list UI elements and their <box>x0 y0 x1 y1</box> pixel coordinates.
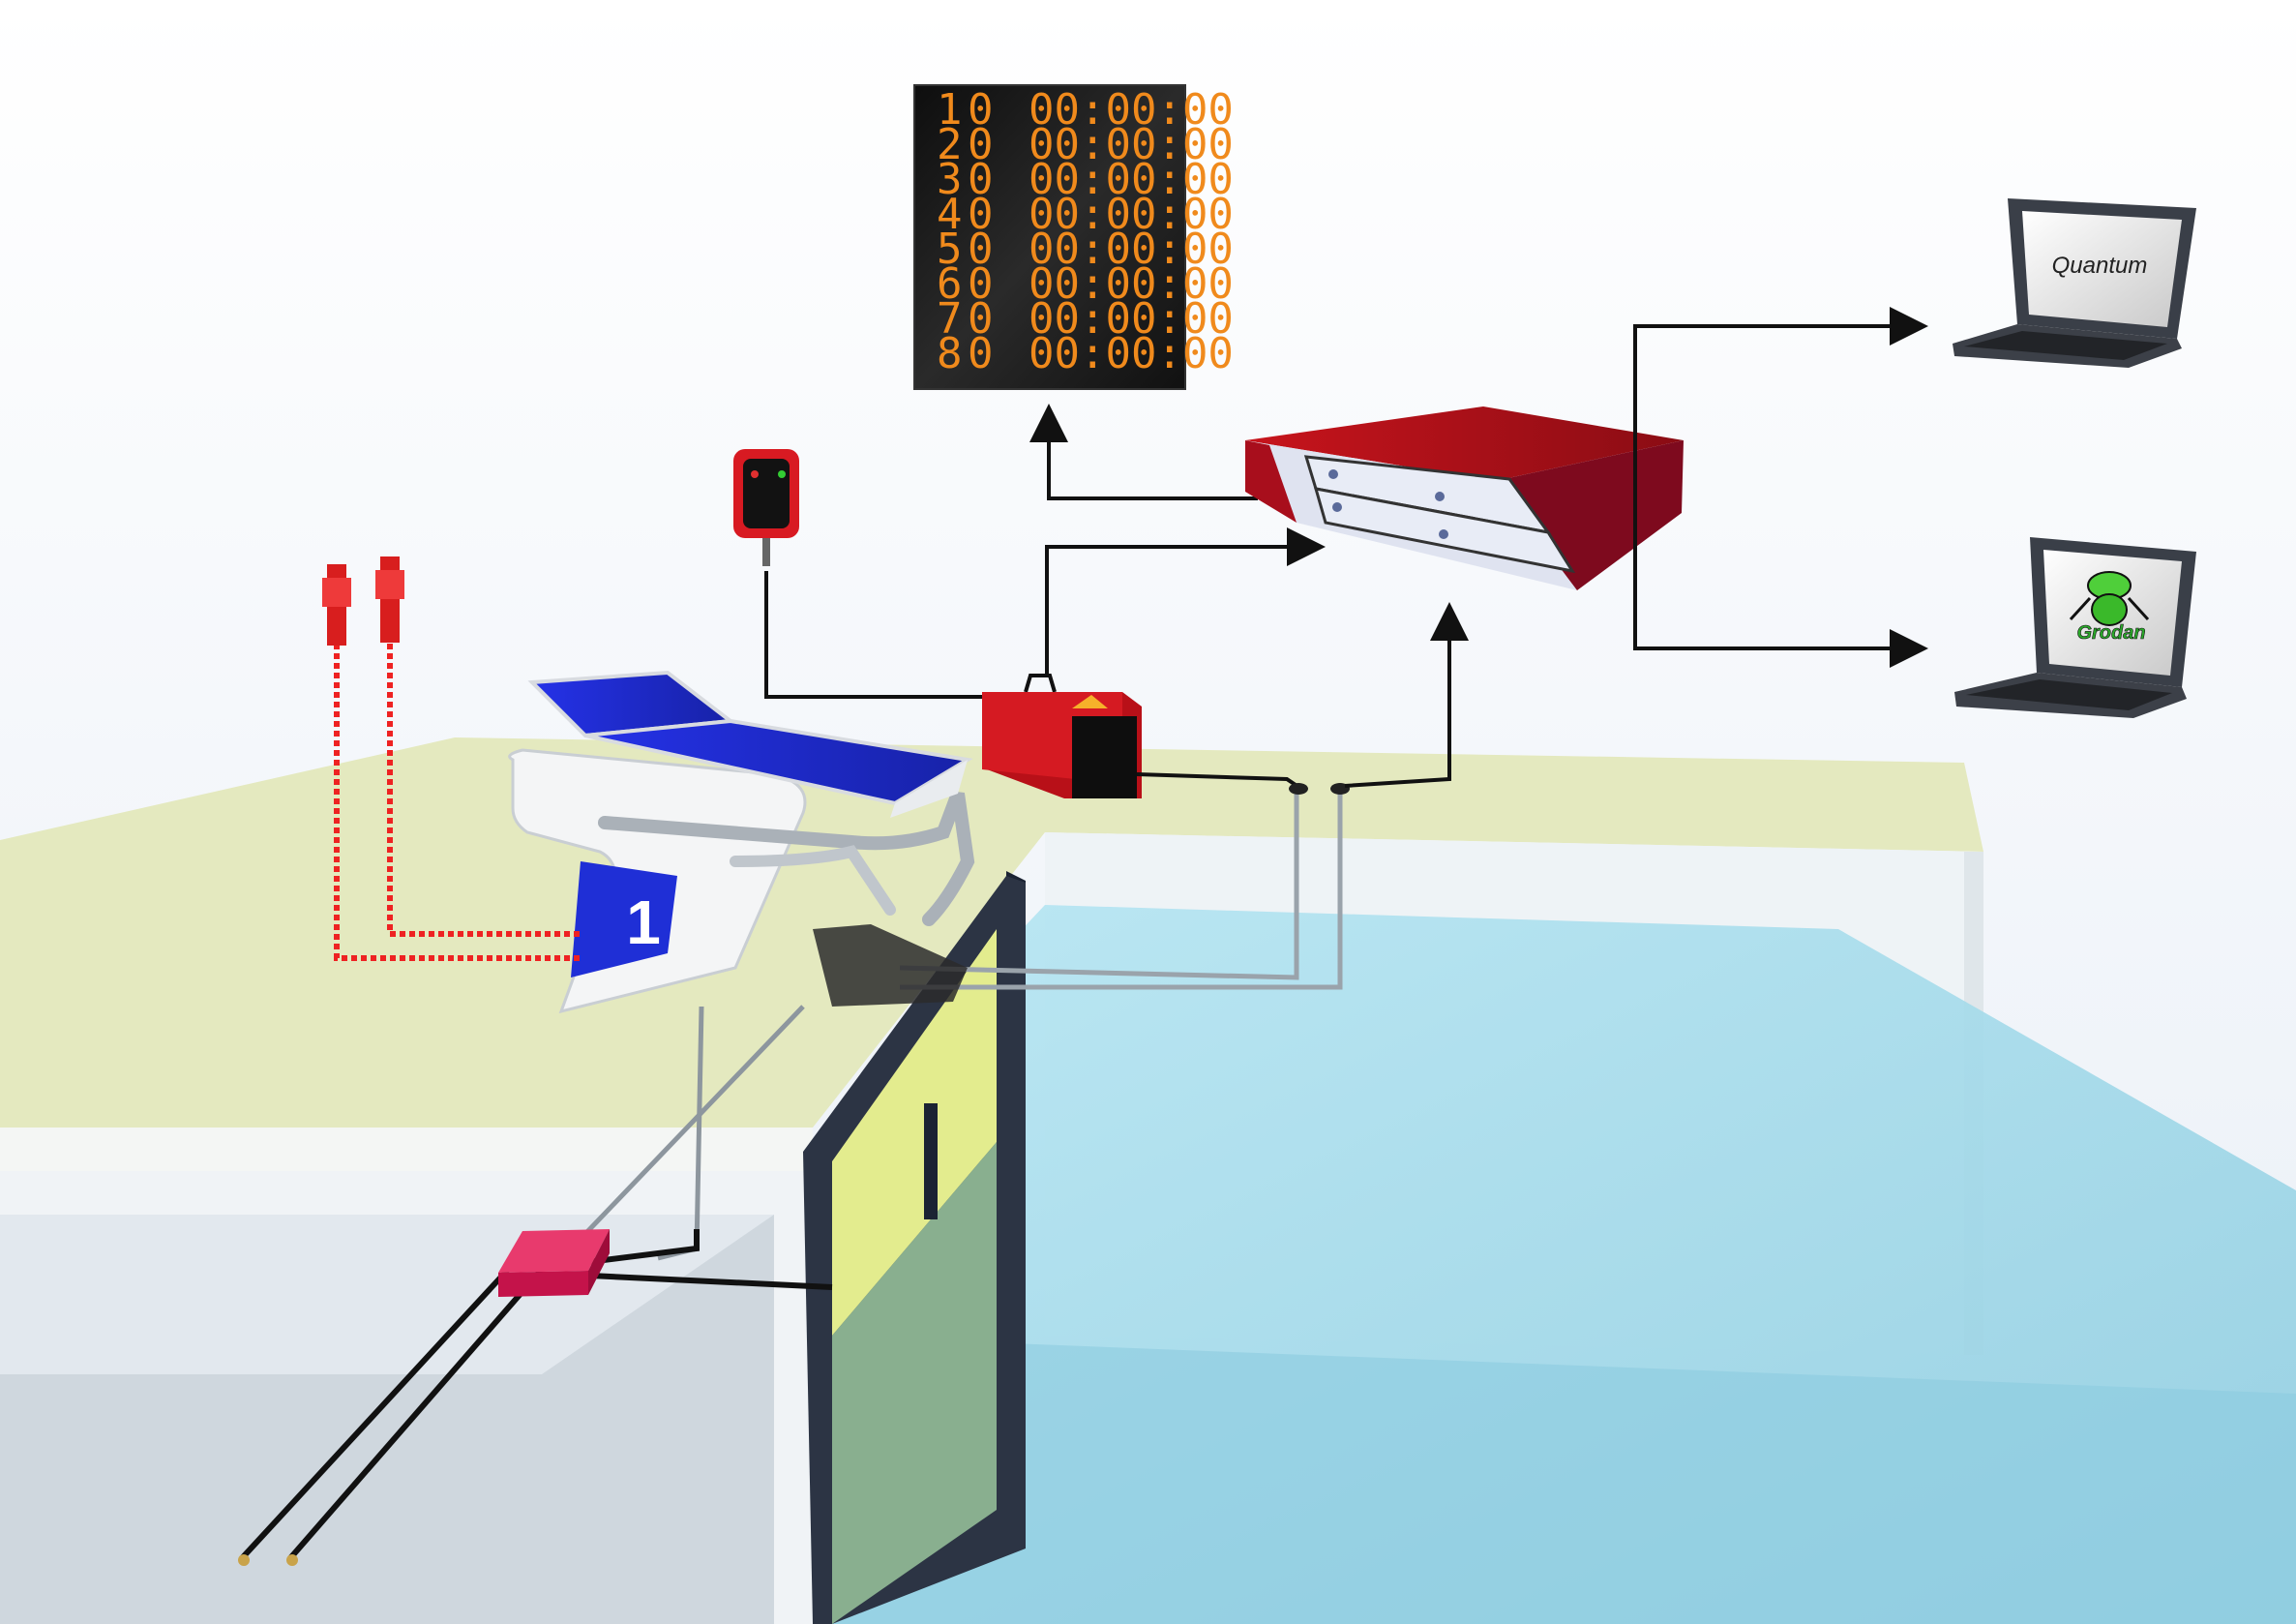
scoreboard-place: 0 <box>968 225 994 274</box>
lane-number: 1 <box>626 887 661 957</box>
junction-1 <box>1289 783 1308 795</box>
scoreboard-lane: 4 <box>937 190 963 239</box>
laptop-icon: Quantum <box>1953 198 2196 368</box>
frog-logo <box>2069 571 2150 626</box>
speaker-cable-1 <box>334 605 581 961</box>
trench-cable-1 <box>239 1246 530 1561</box>
scoreboard-time: 00:00:00 <box>1029 294 1234 344</box>
timer-console-icon <box>982 674 1142 798</box>
arrow-to-laptop-1 <box>1633 307 1928 455</box>
starting-block-icon: 1 <box>508 670 975 1014</box>
scoreboard-time: 00:00:00 <box>1029 190 1234 239</box>
start-light-icon <box>733 449 799 566</box>
scoreboard-lane: 6 <box>937 259 963 309</box>
scoreboard-place: 0 <box>968 85 994 135</box>
scoreboard-panel <box>913 84 1186 390</box>
scoreboard-place: 0 <box>968 155 994 204</box>
laptop-2-screen-text: Grodan <box>2076 622 2145 644</box>
scoreboard-time: 00:00:00 <box>1029 259 1234 309</box>
arrow-icon <box>1344 602 1469 788</box>
scoreboard-lane: 8 <box>937 329 963 378</box>
touchpad-icon <box>832 929 997 1336</box>
scoreboard-time: 00:00:00 <box>1029 155 1234 204</box>
scoreboard-place: 0 <box>968 190 994 239</box>
pool-deck <box>0 737 1983 1128</box>
arrow-to-server <box>1045 527 1326 677</box>
touchpad-divider <box>924 1103 938 1219</box>
trench-cable-3 <box>580 1229 700 1266</box>
speaker-icon <box>322 556 404 646</box>
scoreboard-place: 0 <box>968 329 994 378</box>
touchpad-cable-b <box>900 784 1343 990</box>
scoreboard-place: 0 <box>968 294 994 344</box>
laptop-1-screen-text: Quantum <box>2052 253 2148 279</box>
scoreboard-time: 00:00:00 <box>1029 329 1234 378</box>
start-light-cable <box>764 571 1045 699</box>
deck-edge <box>0 1128 813 1171</box>
scoreboard-time: 00:00:00 <box>1029 225 1234 274</box>
scoreboard-lane: 5 <box>937 225 963 274</box>
scoreboard-time: 00:00:00 <box>1029 85 1234 135</box>
pool-water-deep <box>813 1336 2296 1624</box>
scoreboard-time: 00:00:00 <box>1029 120 1234 169</box>
scoreboard-lane: 2 <box>937 120 963 169</box>
trench-cable-2 <box>287 1256 554 1560</box>
scoreboard-lane: 7 <box>937 294 963 344</box>
scoreboard-place: 0 <box>968 120 994 169</box>
speaker-cable-2 <box>387 605 581 937</box>
cable-end-2 <box>286 1554 298 1566</box>
junction-box-side <box>588 1229 610 1295</box>
cable-end-1 <box>238 1554 250 1566</box>
junction-box-icon <box>498 1271 588 1297</box>
scoreboard-lane: 3 <box>937 155 963 204</box>
touchpad-lower <box>832 1142 997 1624</box>
arrow-to-laptop-2 <box>1633 455 1928 668</box>
trench-cable-4 <box>589 1273 833 1290</box>
arrow-to-scoreboard <box>1029 404 1258 500</box>
scoreboard-place: 0 <box>968 259 994 309</box>
scoreboard-lane: 1 <box>937 85 963 135</box>
block-cable-diag <box>579 1005 805 1241</box>
junction-box-top <box>498 1229 610 1273</box>
touchpad-cable-a <box>899 784 1299 980</box>
laptop-icon: Grodan <box>1954 537 2196 718</box>
